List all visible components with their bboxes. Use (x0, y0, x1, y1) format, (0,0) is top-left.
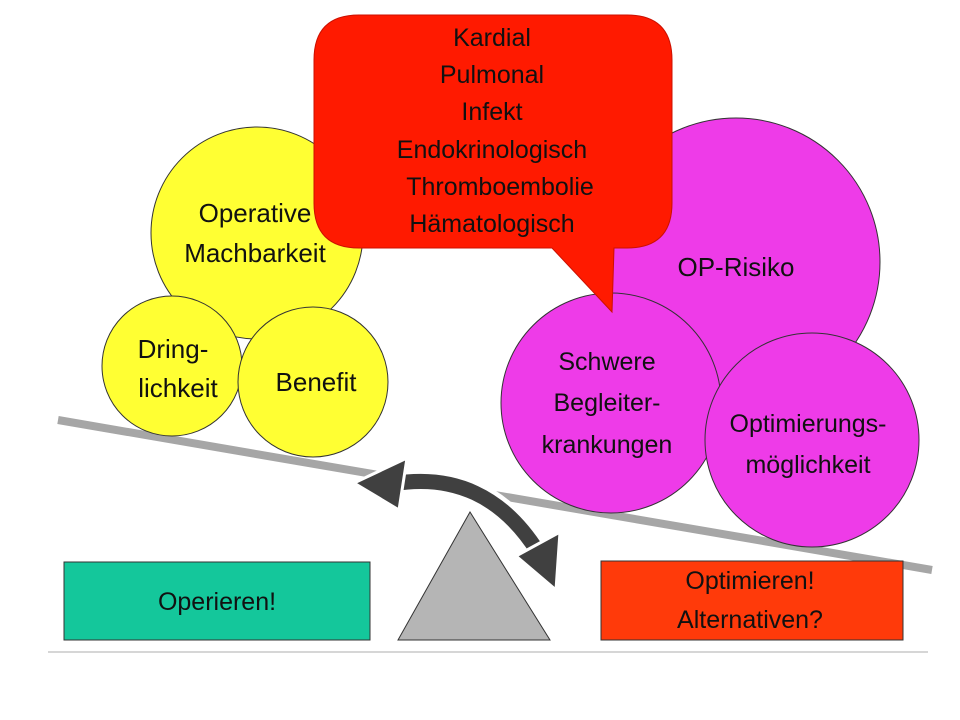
label-machbarkeit-line2: Machbarkeit (184, 238, 326, 268)
bubble-item-endokrinologisch: Endokrinologisch (397, 136, 587, 164)
label-dringlichkeit-line2: lichkeit (138, 373, 218, 403)
circle-optimierungsmoeglichkeit (704, 332, 920, 548)
circle-benefit (237, 306, 389, 458)
risk-factors-speech-bubble: Kardial Pulmonal Infekt Endokrinologisch… (313, 14, 673, 314)
bubble-item-haematologisch: Hämatologisch (409, 210, 574, 238)
bubble-item-thromboembolie: Thromboembolie (406, 173, 594, 201)
label-machbarkeit-line1: Operative (199, 198, 312, 228)
label-begleiterkrankungen-line3: krankungen (542, 431, 673, 459)
box-optimieren-line2: Alternativen? (677, 606, 823, 634)
bubble-item-pulmonal: Pulmonal (440, 61, 544, 89)
label-optimierung-line1: Optimierungs- (730, 410, 887, 438)
label-op-risiko: OP-Risiko (677, 252, 794, 282)
label-begleiterkrankungen-line1: Schwere (558, 348, 655, 376)
label-benefit: Benefit (276, 367, 358, 397)
label-begleiterkrankungen-line2: Begleiter- (554, 389, 661, 417)
bubble-item-infekt: Infekt (461, 98, 522, 126)
label-dringlichkeit-line1: Dring- (138, 334, 209, 364)
box-operieren-label: Operieren! (158, 588, 276, 616)
label-optimierung-line2: möglichkeit (745, 451, 870, 479)
box-operieren (63, 561, 371, 641)
bubble-item-kardial: Kardial (453, 24, 531, 52)
circle-dringlichkeit (101, 295, 243, 437)
box-optimieren-line1: Optimieren! (685, 567, 814, 595)
curved-double-arrow-icon (352, 456, 562, 592)
box-optimieren (600, 560, 904, 641)
fulcrum-triangle (397, 511, 551, 641)
